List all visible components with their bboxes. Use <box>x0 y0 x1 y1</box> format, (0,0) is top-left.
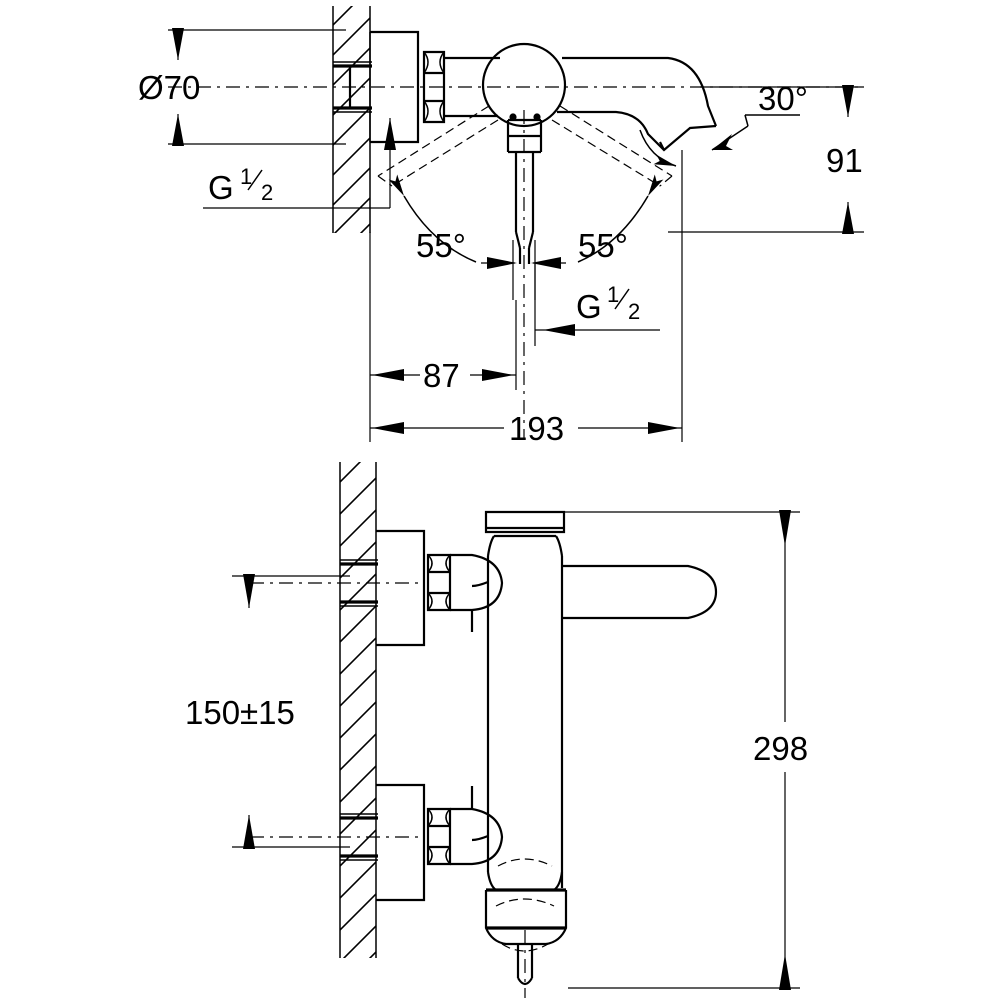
wall-pipe-stub-lower <box>250 813 420 861</box>
s-union-lower <box>450 786 504 866</box>
dim-label-angle-spout: 30° <box>758 80 808 117</box>
mixer-body-front <box>471 510 566 888</box>
dim-lever-gap <box>481 240 566 300</box>
dim-label-diameter-70: Ø70 <box>138 69 200 106</box>
angle-arc-spout <box>639 114 800 167</box>
dim-height-91: 91 <box>668 85 864 234</box>
dim-label-thread-top-num: 1 <box>240 164 252 189</box>
lever-handle-front <box>562 564 718 620</box>
escutcheon-upper <box>376 529 426 647</box>
dim-label-thread-center-g: G <box>576 288 602 325</box>
dim-label-thread-top-g: G <box>208 169 234 206</box>
lever-swing-right <box>551 105 673 187</box>
top-view-group: Ø70 G 1 2 55° 55° 30° 91 <box>138 6 864 447</box>
dim-thread-center: G 1 2 <box>534 264 660 346</box>
dim-diameter-70: Ø70 <box>138 28 346 146</box>
dim-height-298: 298 <box>564 510 808 990</box>
lever-handle-top <box>506 110 543 440</box>
escutcheon-lower <box>376 783 426 902</box>
dim-label-angle-right: 55° <box>578 227 628 264</box>
wall-pipe-stub-upper <box>250 559 420 607</box>
dim-length-87: 87 <box>369 232 517 394</box>
dim-label-angle-left: 55° <box>416 227 466 264</box>
dim-label-thread-center-num: 1 <box>607 282 619 307</box>
dim-length-193: 193 <box>369 150 683 447</box>
dim-label-height-150: 150±15 <box>185 694 295 731</box>
angle-arc-left <box>388 174 477 263</box>
angle-arc-right <box>577 174 664 263</box>
front-view-group: 150±15 298 <box>185 462 808 998</box>
spout-top <box>557 56 718 152</box>
dim-label-length-193: 193 <box>509 410 564 447</box>
dim-label-height-298: 298 <box>753 730 808 767</box>
dim-label-thread-center-den: 2 <box>628 299 640 324</box>
dim-thread-top: G 1 2 <box>203 118 396 209</box>
dim-height-150: 150±15 <box>185 574 350 849</box>
outlet-front <box>484 858 568 998</box>
body-tube-top <box>444 56 500 118</box>
dim-label-height-91: 91 <box>826 142 863 179</box>
mixer-cylinder-top <box>481 42 567 128</box>
s-union-upper <box>450 553 504 632</box>
union-nut-top <box>422 50 446 124</box>
dim-label-thread-top-den: 2 <box>261 180 273 205</box>
dim-label-length-87: 87 <box>423 357 460 394</box>
